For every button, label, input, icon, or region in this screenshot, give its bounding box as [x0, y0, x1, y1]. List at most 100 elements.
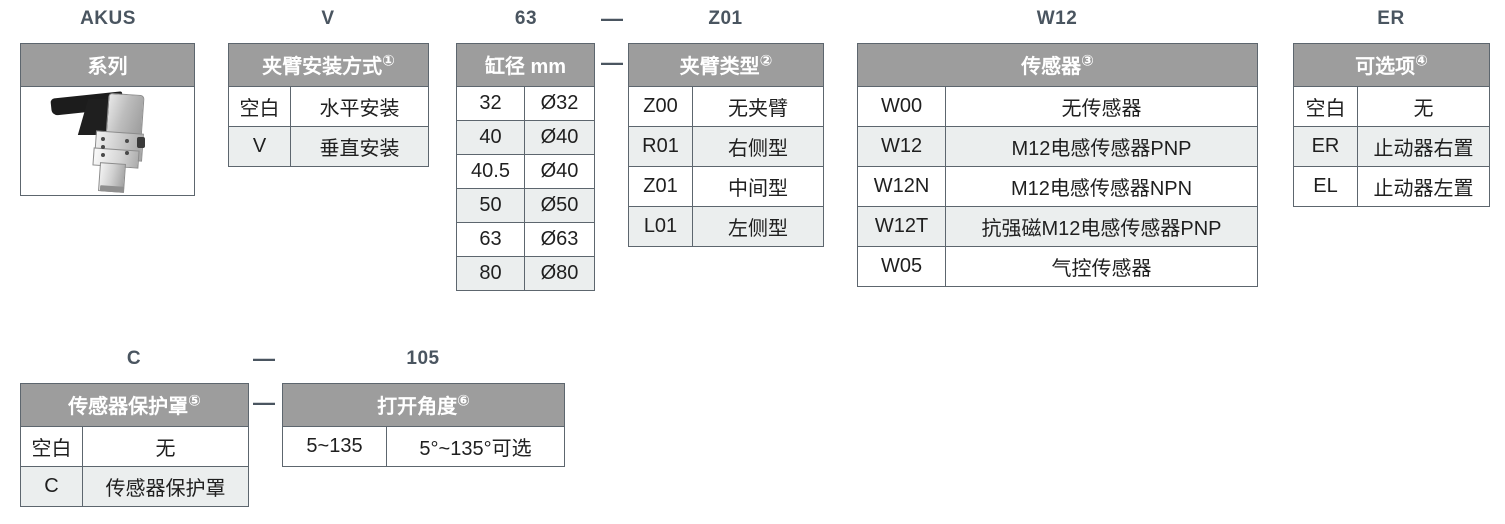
- option-header-text: 可选项: [1355, 56, 1416, 78]
- sensor-code-3: W12T: [857, 206, 946, 247]
- sensor-cover-header-text: 传感器保护罩: [68, 396, 189, 418]
- mounting-code-0: 空白: [228, 86, 291, 127]
- mounting-code-1: V: [228, 126, 291, 167]
- bore-desc-5: Ø80: [524, 256, 595, 291]
- option-code-0: 空白: [1293, 86, 1358, 127]
- arm-type-desc-2: 中间型: [691, 166, 825, 207]
- arm-type-desc-1: 右侧型: [691, 126, 825, 167]
- table-row: W00 无传感器: [857, 86, 1259, 127]
- table-row: ER 止动器右置: [1293, 126, 1491, 167]
- bore-code-0: 32: [456, 86, 525, 121]
- sensor-table: 传感器③ W00 无传感器 W12 M12电感传感器PNP W12N M12电感…: [856, 43, 1259, 287]
- arm-type-block: 夹臂类型② Z00 无夹臂 R01 右侧型 Z01 中间型 L01 左侧型: [627, 43, 825, 247]
- sensor-header-text: 传感器: [1021, 56, 1082, 78]
- table-row: Z01 中间型: [628, 166, 825, 207]
- open-angle-desc-0: 5°~135°可选: [385, 426, 566, 467]
- mounting-header-text: 夹臂安装方式: [262, 56, 383, 78]
- option-desc-1: 止动器右置: [1356, 126, 1491, 167]
- mounting-table: 夹臂安装方式① 空白 水平安装 V 垂直安装: [227, 43, 430, 167]
- table-row: 空白 无: [20, 426, 250, 467]
- sensor-cover-desc-0: 无: [81, 426, 250, 467]
- bore-code-3: 50: [456, 188, 525, 223]
- table-row: W05 气控传感器: [857, 246, 1259, 287]
- mounting-desc-0: 水平安装: [289, 86, 430, 127]
- sensor-cover-code-1: C: [20, 466, 83, 507]
- code-label-bore: 63: [514, 8, 538, 29]
- arm-type-desc-0: 无夹臂: [691, 86, 825, 127]
- sensor-desc-4: 气控传感器: [944, 246, 1259, 287]
- bore-desc-0: Ø32: [524, 86, 595, 121]
- arm-type-code-1: R01: [628, 126, 693, 167]
- arm-type-code-0: Z00: [628, 86, 693, 127]
- open-angle-header-text: 打开角度: [377, 396, 458, 418]
- open-angle-table-header: 打开角度⑥: [281, 383, 566, 427]
- table-row: W12T 抗强磁M12电感传感器PNP: [857, 206, 1259, 247]
- open-angle-code-0: 5~135: [282, 426, 387, 467]
- sensor-cover-code-0: 空白: [20, 426, 83, 467]
- option-code-1: ER: [1293, 126, 1358, 167]
- table-row: W12N M12电感传感器NPN: [857, 166, 1259, 207]
- table-row: 80 Ø80: [456, 256, 595, 291]
- bore-desc-1: Ø40: [524, 120, 595, 155]
- arm-type-table: 夹臂类型② Z00 无夹臂 R01 右侧型 Z01 中间型 L01 左侧型: [627, 43, 825, 247]
- arm-type-code-2: Z01: [628, 166, 693, 207]
- bore-desc-4: Ø63: [524, 222, 595, 257]
- sensor-desc-3: 抗强磁M12电感传感器PNP: [944, 206, 1259, 247]
- code-label-mounting: V: [321, 8, 335, 29]
- sensor-code-2: W12N: [857, 166, 946, 207]
- bore-code-5: 80: [456, 256, 525, 291]
- table-row: C 传感器保护罩: [20, 466, 250, 507]
- mounting-table-header: 夹臂安装方式①: [227, 43, 430, 87]
- table-row: EL 止动器左置: [1293, 166, 1491, 207]
- table-row: Z00 无夹臂: [628, 86, 825, 127]
- table-row: 40 Ø40: [456, 120, 595, 155]
- open-angle-block: 打开角度⑥ 5~135 5°~135°可选: [281, 383, 566, 467]
- arm-type-header-text: 夹臂类型: [679, 56, 760, 78]
- bore-desc-2: Ø40: [524, 154, 595, 189]
- table-row: L01 左侧型: [628, 206, 825, 247]
- sensor-block: 传感器③ W00 无传感器 W12 M12电感传感器PNP W12N M12电感…: [856, 43, 1259, 287]
- arm-type-code-3: L01: [628, 206, 693, 247]
- table-row: 5~135 5°~135°可选: [282, 426, 566, 467]
- table-row: W12 M12电感传感器PNP: [857, 126, 1259, 167]
- arm-type-desc-3: 左侧型: [691, 206, 825, 247]
- series-header: 系列: [20, 43, 195, 87]
- mounting-block: 夹臂安装方式① 空白 水平安装 V 垂直安装: [227, 43, 430, 167]
- sensor-code-1: W12: [857, 126, 946, 167]
- series-block: 系列: [20, 43, 195, 196]
- code-separator-bottom: —: [253, 346, 275, 371]
- sensor-desc-0: 无传感器: [944, 86, 1259, 127]
- sensor-cover-block: 传感器保护罩⑤ 空白 无 C 传感器保护罩: [19, 383, 250, 507]
- bore-block: 缸径 mm 32 Ø32 40 Ø40 40.5 Ø40 50 Ø50 63 Ø: [456, 43, 595, 291]
- option-table: 可选项④ 空白 无 ER 止动器右置 EL 止动器左置: [1292, 43, 1491, 207]
- code-label-open-angle: 105: [406, 348, 440, 369]
- code-separator-top: —: [601, 6, 623, 31]
- sensor-cover-table: 传感器保护罩⑤ 空白 无 C 传感器保护罩: [19, 383, 250, 507]
- footnote-marker-6: ⑥: [457, 392, 470, 410]
- sensor-cover-desc-1: 传感器保护罩: [81, 466, 250, 507]
- sensor-table-header: 传感器③: [856, 43, 1259, 87]
- sensor-desc-2: M12电感传感器NPN: [944, 166, 1259, 207]
- footnote-marker-5: ⑤: [188, 392, 201, 410]
- sensor-cover-table-header: 传感器保护罩⑤: [19, 383, 250, 427]
- table-row: V 垂直安装: [228, 126, 430, 167]
- footnote-marker-3: ③: [1081, 52, 1094, 70]
- pneumatic-clamp-product-photo: [21, 87, 194, 195]
- table-separator-bore-arm: —: [601, 50, 623, 75]
- bore-table-header: 缸径 mm: [456, 43, 595, 87]
- sensor-code-4: W05: [857, 246, 946, 287]
- bore-desc-3: Ø50: [524, 188, 595, 223]
- sensor-code-0: W00: [857, 86, 946, 127]
- option-code-2: EL: [1293, 166, 1358, 207]
- table-row: 50 Ø50: [456, 188, 595, 223]
- table-row: 40.5 Ø40: [456, 154, 595, 189]
- bore-code-4: 63: [456, 222, 525, 257]
- arm-type-table-header: 夹臂类型②: [627, 43, 825, 87]
- code-label-sensor-cover: C: [126, 348, 142, 369]
- bore-table: 缸径 mm 32 Ø32 40 Ø40 40.5 Ø40 50 Ø50 63 Ø: [456, 43, 595, 291]
- code-label-sensor: W12: [1036, 8, 1078, 29]
- option-table-header: 可选项④: [1292, 43, 1491, 87]
- table-row: 32 Ø32: [456, 86, 595, 121]
- footnote-marker-2: ②: [759, 52, 773, 70]
- sensor-desc-1: M12电感传感器PNP: [944, 126, 1259, 167]
